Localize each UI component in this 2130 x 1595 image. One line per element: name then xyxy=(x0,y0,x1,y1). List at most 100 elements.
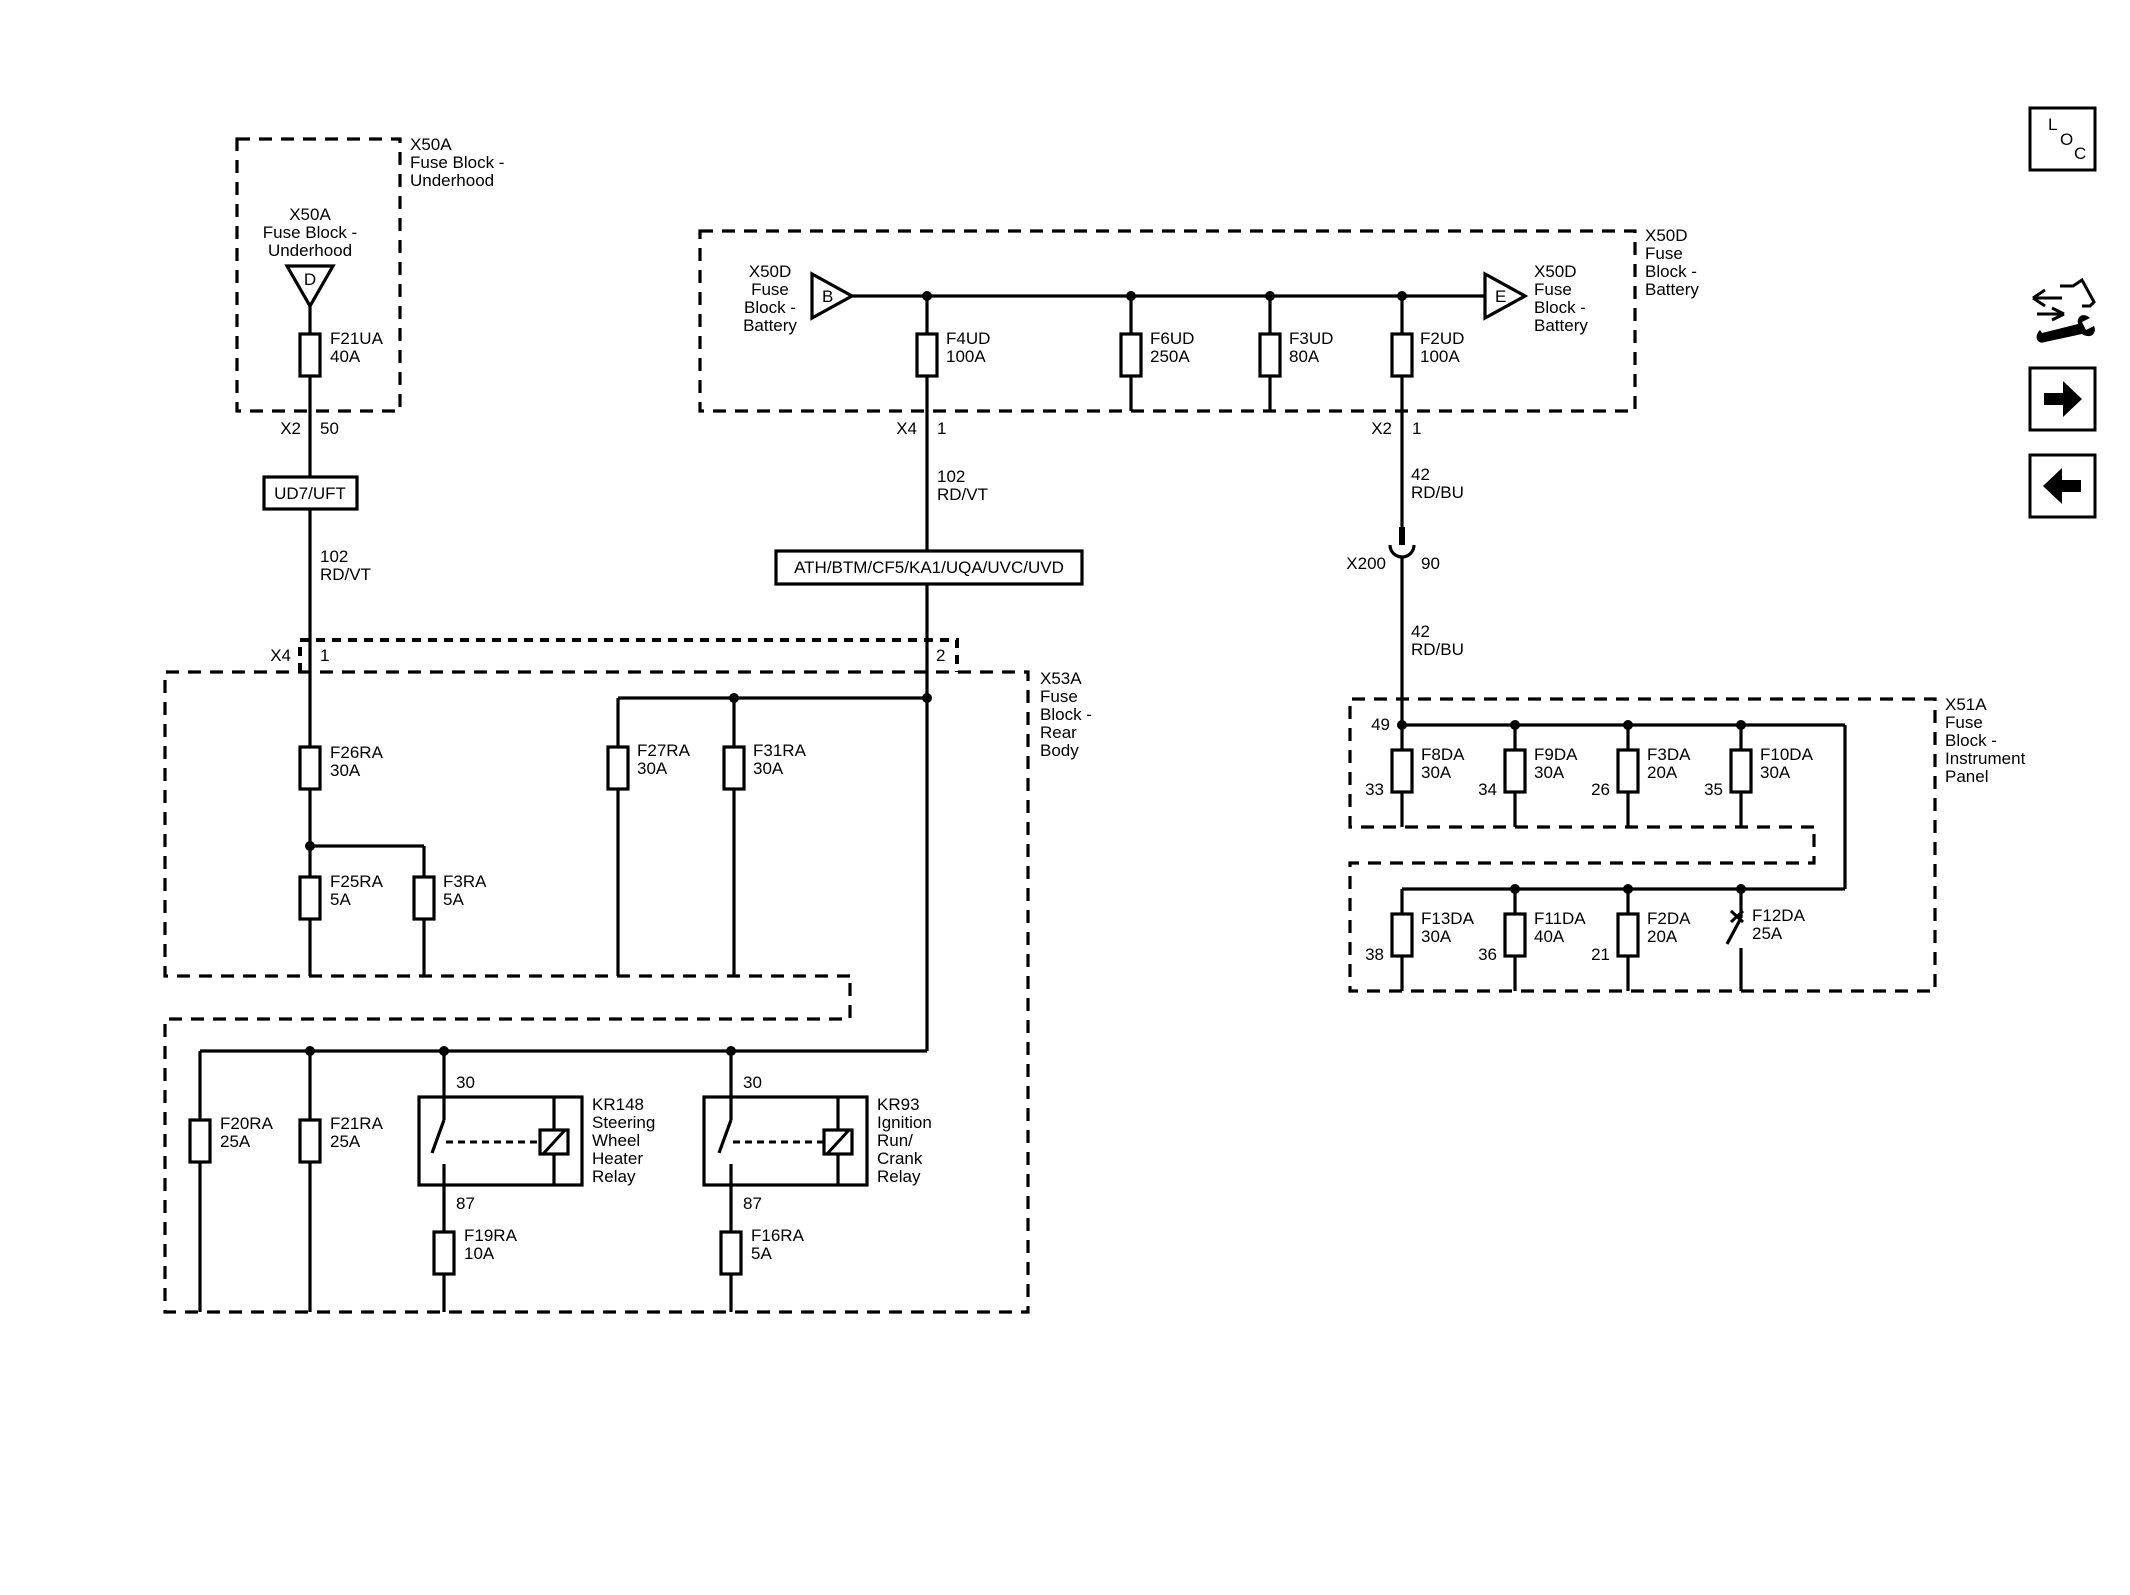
label-line: F8DA xyxy=(1421,745,1465,764)
pin-49: 49 xyxy=(1371,715,1390,734)
label-line: Block - xyxy=(1645,262,1697,281)
pin-35: 35 xyxy=(1704,780,1723,799)
label-line: F2DA xyxy=(1647,909,1691,928)
conn-x200: X200 xyxy=(1346,554,1386,573)
label-line: Run/ xyxy=(877,1131,913,1150)
conn-x2b: X2 xyxy=(1371,419,1392,438)
label-line: Ignition xyxy=(877,1113,932,1132)
previous-page-button[interactable] xyxy=(2028,453,2097,519)
label-line: F20RA xyxy=(220,1114,274,1133)
label-line: 30A xyxy=(637,759,668,778)
location-icon-c: C xyxy=(2074,144,2086,163)
label-line: Panel xyxy=(1945,767,1988,786)
terminal-e-label: E xyxy=(1495,287,1506,306)
label-line: Block - xyxy=(1040,705,1092,724)
fuse-f21ua xyxy=(298,332,322,378)
label-line: X50A xyxy=(410,135,452,154)
label-line: 5A xyxy=(751,1244,772,1263)
next-page-button[interactable] xyxy=(2028,366,2097,432)
label-line: F3RA xyxy=(443,872,487,891)
option-ath-label: ATH/BTM/CF5/KA1/UQA/UVC/UVD xyxy=(794,558,1064,577)
label-line: Rear xyxy=(1040,723,1077,742)
fuse-f4ud xyxy=(915,332,939,378)
fuse-f8da xyxy=(1390,748,1414,794)
pin-21: 21 xyxy=(1591,945,1610,964)
label-line: Battery xyxy=(1534,316,1588,335)
fuse-f10da xyxy=(1729,748,1753,794)
fuse-f27ra xyxy=(606,745,630,791)
fuse-f9da xyxy=(1503,748,1527,794)
label-line: F10DA xyxy=(1760,745,1814,764)
fuse-f26ra xyxy=(298,745,322,791)
label-line: 102 xyxy=(937,467,965,486)
arrow-right-icon xyxy=(2044,381,2082,417)
fuse-f6ud xyxy=(1119,332,1143,378)
label-line: F25RA xyxy=(330,872,384,891)
label-line: Wheel xyxy=(592,1131,640,1150)
relay-kr93-pin30: 30 xyxy=(743,1073,762,1092)
conn-x4a-pin: 1 xyxy=(937,419,946,438)
label-line: 30A xyxy=(1760,763,1791,782)
arrow-left-icon xyxy=(2043,468,2081,504)
label-line: Steering xyxy=(592,1113,655,1132)
diagnostic-tool-icon[interactable] xyxy=(2032,277,2096,343)
label-line: F13DA xyxy=(1421,909,1475,928)
label-line: 30A xyxy=(330,761,361,780)
label-line: 80A xyxy=(1289,347,1320,366)
label-line: Heater xyxy=(592,1149,643,1168)
fuse-f3da xyxy=(1616,748,1640,794)
label-line: 20A xyxy=(1647,927,1678,946)
label-line: F16RA xyxy=(751,1226,805,1245)
label-line: Crank xyxy=(877,1149,923,1168)
label-line: RD/BU xyxy=(1411,640,1464,659)
label-line: 40A xyxy=(330,347,361,366)
label-line: Fuse Block - xyxy=(410,153,504,172)
pin-36: 36 xyxy=(1478,945,1497,964)
location-button[interactable]: L O C xyxy=(2028,106,2097,172)
label-line: 20A xyxy=(1647,763,1678,782)
option-ud7 xyxy=(262,475,359,511)
label-line: KR148 xyxy=(592,1095,644,1114)
label-line: X50D xyxy=(1645,226,1688,245)
conn-x4b-pin2: 2 xyxy=(936,646,945,665)
label-line: 250A xyxy=(1150,347,1190,366)
pin-34: 34 xyxy=(1478,780,1497,799)
label-line: RD/BU xyxy=(1411,483,1464,502)
conn-x4b: X4 xyxy=(270,646,291,665)
label-line: F6UD xyxy=(1150,329,1194,348)
terminal-d xyxy=(284,264,336,310)
option-ud7-label: UD7/UFT xyxy=(274,484,346,503)
pin-26: 26 xyxy=(1591,780,1610,799)
relay-kr93-pin87: 87 xyxy=(743,1194,762,1213)
label-line: 30A xyxy=(1421,927,1452,946)
label-line: 25A xyxy=(1752,924,1783,943)
label-line: 5A xyxy=(443,890,464,909)
label-line: F4UD xyxy=(946,329,990,348)
label-line: Block - xyxy=(1534,298,1586,317)
fuse-f3ud xyxy=(1258,332,1282,378)
fuse-f20ra xyxy=(188,1118,212,1164)
pin-33: 33 xyxy=(1365,780,1384,799)
label-line: F3UD xyxy=(1289,329,1333,348)
label-line: F11DA xyxy=(1534,909,1586,928)
